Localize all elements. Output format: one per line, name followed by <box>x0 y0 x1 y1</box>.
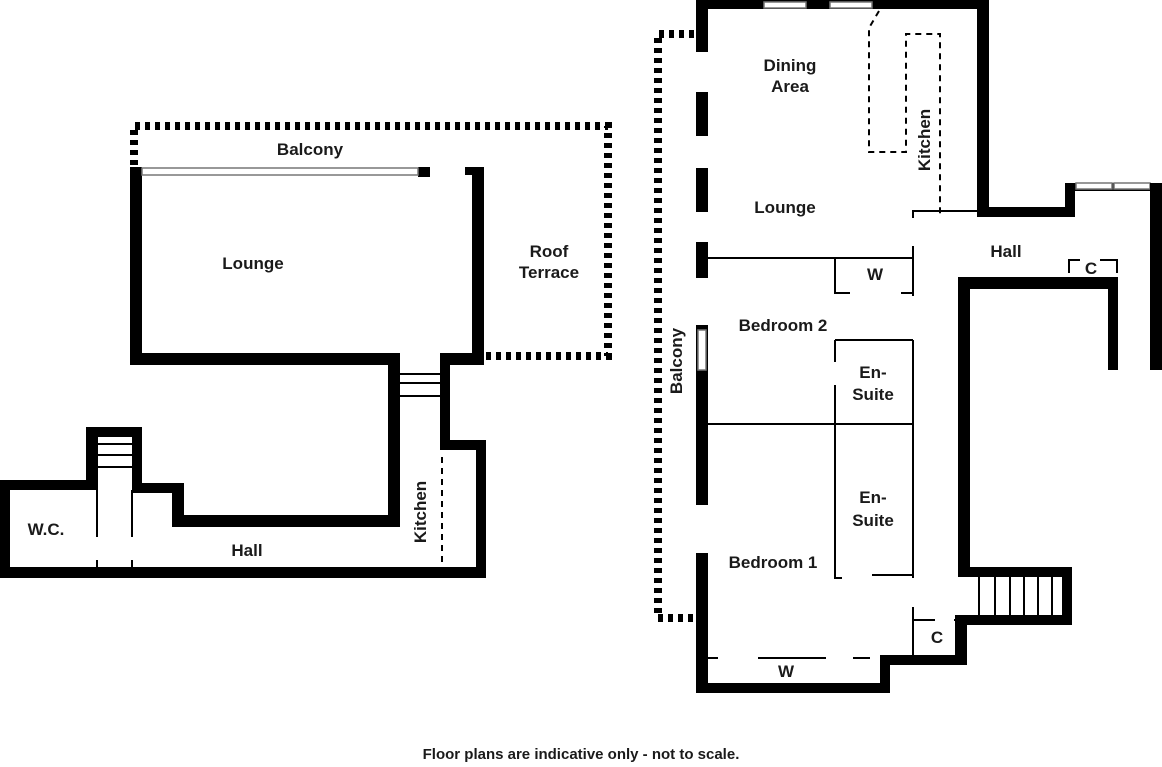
room-label-balcony: Balcony <box>667 327 686 394</box>
room-label-bedroom-2: Bedroom 2 <box>739 316 828 335</box>
room-label-roof: Roof <box>530 242 569 261</box>
room-label-suite: Suite <box>852 385 894 404</box>
room-label-area: Area <box>771 77 809 96</box>
room-label-hall: Hall <box>990 242 1021 261</box>
lounge-windows <box>141 167 419 176</box>
room-label-suite: Suite <box>852 511 894 530</box>
balcony-outline <box>654 30 694 622</box>
stairs <box>98 373 440 468</box>
room-label-lounge: Lounge <box>754 198 815 217</box>
disclaimer: Floor plans are indicative only - not to… <box>422 746 740 763</box>
room-label-lounge: Lounge <box>222 254 283 273</box>
right-floor-plan: Dining Area Kitchen Lounge Hall W C Balc… <box>654 0 1162 693</box>
left-floor-plan: Balcony Lounge Roof Terrace W.C. Hall Ki… <box>0 122 612 578</box>
room-label-wardrobe: W <box>867 265 884 284</box>
room-label-en-suite: En- <box>859 488 886 507</box>
room-label-dining: Dining <box>764 56 817 75</box>
room-label-bedroom-1: Bedroom 1 <box>729 553 818 572</box>
room-label-cupboard: C <box>931 628 943 647</box>
room-label-terrace: Terrace <box>519 263 579 282</box>
balcony-terrace-outline <box>130 122 612 360</box>
room-label-kitchen: Kitchen <box>915 109 934 171</box>
room-label-wardrobe: W <box>778 662 795 681</box>
room-label-kitchen: Kitchen <box>411 481 430 543</box>
room-label-cupboard: C <box>1085 259 1097 278</box>
stairs <box>978 577 1053 615</box>
room-label-balcony: Balcony <box>277 140 344 159</box>
room-label-wc: W.C. <box>28 520 65 539</box>
room-label-en-suite: En- <box>859 363 886 382</box>
room-label-hall: Hall <box>231 541 262 560</box>
